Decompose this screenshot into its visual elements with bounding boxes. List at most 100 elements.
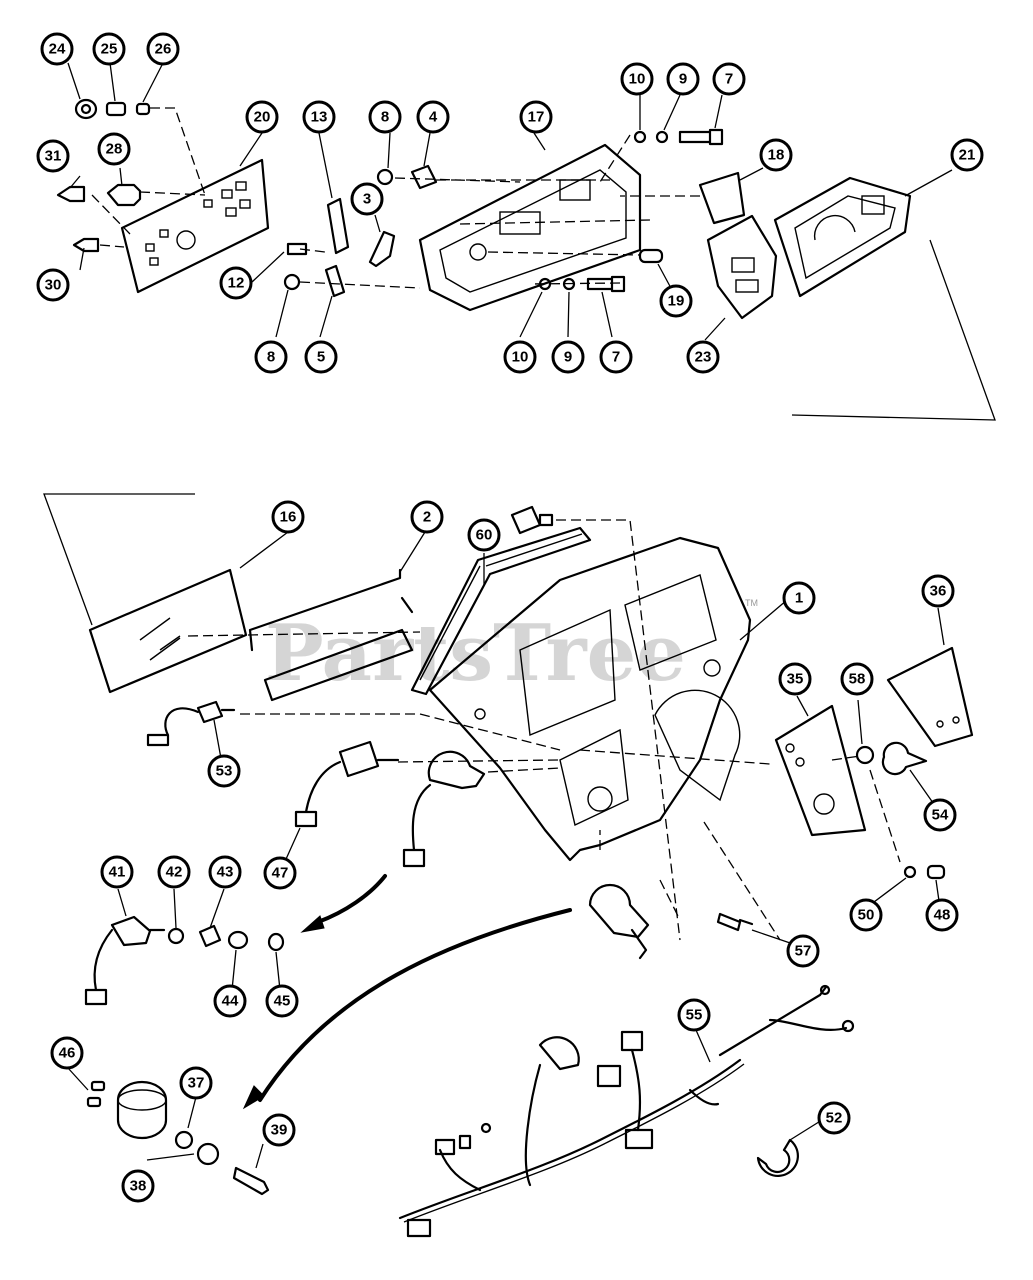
part-10-washer — [633, 130, 647, 144]
svg-text:50: 50 — [858, 907, 875, 924]
part-60-seal-strip — [410, 526, 592, 696]
callout-21: 21 — [950, 138, 984, 172]
svg-text:26: 26 — [155, 41, 172, 58]
callout-41: 41 — [100, 855, 134, 889]
part-52-clamp — [756, 1138, 799, 1178]
upper-assembly — [56, 62, 996, 421]
svg-text:42: 42 — [166, 864, 183, 881]
svg-text:30: 30 — [45, 277, 62, 294]
callout-9: 9 — [666, 62, 700, 96]
part-48-lamp — [926, 864, 946, 880]
svg-text:43: 43 — [217, 864, 234, 881]
svg-text:20: 20 — [254, 109, 271, 126]
part-2-gasket — [248, 568, 414, 702]
part-54-knob — [881, 741, 928, 776]
svg-text:23: 23 — [695, 349, 712, 366]
svg-text:1: 1 — [795, 590, 803, 607]
callout-39: 39 — [262, 1113, 296, 1147]
callout-37: 37 — [179, 1066, 213, 1100]
part-58-washer — [855, 745, 875, 765]
part-47-switch — [338, 740, 400, 778]
switch-top — [510, 505, 554, 535]
svg-text:48: 48 — [934, 907, 951, 924]
part-30-lamp — [72, 237, 100, 253]
svg-text:47: 47 — [272, 865, 289, 882]
callout-18: 18 — [759, 138, 793, 172]
callout-48: 48 — [925, 898, 959, 932]
part-37-nut — [174, 1130, 194, 1150]
callout-1: 1 — [782, 581, 816, 615]
part-57-screw — [716, 912, 754, 932]
part-16-lens — [88, 568, 248, 694]
callout-47: 47 — [263, 856, 297, 890]
part-46-clip — [90, 1080, 106, 1092]
svg-text:41: 41 — [109, 864, 126, 881]
callout-26: 26 — [146, 32, 180, 66]
callout-31: 31 — [36, 139, 70, 173]
callout-57: 57 — [786, 934, 820, 968]
svg-text:21: 21 — [959, 147, 976, 164]
part-5-clip — [324, 264, 346, 298]
svg-text:45: 45 — [274, 993, 291, 1010]
watermark-tm: TM — [745, 598, 758, 608]
svg-text:46: 46 — [59, 1045, 76, 1062]
svg-text:9: 9 — [679, 71, 687, 88]
svg-text:52: 52 — [826, 1110, 843, 1127]
callout-45: 45 — [265, 984, 299, 1018]
callout-4: 4 — [416, 100, 450, 134]
callout-17: 17 — [519, 100, 553, 134]
callout-2: 2 — [410, 500, 444, 534]
part-13-bracket — [326, 197, 350, 255]
part-31-socket — [56, 185, 86, 203]
part-3-bracket — [368, 230, 396, 268]
harness-connector-round — [538, 1036, 580, 1071]
svg-text:19: 19 — [668, 293, 685, 310]
part-9-washer — [655, 130, 669, 144]
part-25-lamp — [105, 101, 127, 117]
part-36-cover-plate — [886, 646, 974, 748]
part-21-gauge-bezel — [773, 176, 912, 298]
svg-text:24: 24 — [49, 41, 66, 58]
part-17-instrument-housing — [418, 143, 642, 312]
svg-text:18: 18 — [768, 147, 785, 164]
part-50-washer — [903, 865, 917, 879]
part-44-knob — [227, 930, 249, 950]
callout-42: 42 — [157, 855, 191, 889]
svg-text:31: 31 — [45, 148, 62, 165]
part-8-nut — [376, 168, 394, 186]
callout-38: 38 — [121, 1169, 155, 1203]
svg-text:7: 7 — [612, 349, 620, 366]
part-ignition-connector — [427, 750, 486, 790]
watermark: PartsTree — [265, 608, 686, 699]
callout-24: 24 — [40, 32, 74, 66]
part-24-bushing — [74, 98, 98, 120]
part-53-switch — [196, 700, 236, 724]
callout-46: 46 — [50, 1036, 84, 1070]
part-8-nut-lower — [283, 273, 301, 291]
svg-text:8: 8 — [381, 109, 389, 126]
svg-text:54: 54 — [932, 807, 949, 824]
ignition-switch — [588, 883, 650, 939]
callout-7-lower: 7 — [599, 340, 633, 374]
svg-text:57: 57 — [795, 943, 812, 960]
part-39-key — [232, 1166, 270, 1196]
svg-text:12: 12 — [228, 275, 245, 292]
callout-8-lower: 8 — [254, 340, 288, 374]
callout-23: 23 — [686, 340, 720, 374]
callout-9-lower: 9 — [551, 340, 585, 374]
svg-text:44: 44 — [222, 993, 239, 1010]
part-45-cap — [267, 932, 285, 952]
svg-text:53: 53 — [216, 763, 233, 780]
svg-text:60: 60 — [476, 527, 493, 544]
svg-text:4: 4 — [429, 109, 438, 126]
callout-43: 43 — [208, 855, 242, 889]
callout-10: 10 — [620, 62, 654, 96]
callout-54: 54 — [923, 798, 957, 832]
lower-assembly — [43, 493, 974, 1238]
svg-text:28: 28 — [106, 141, 123, 158]
svg-text:10: 10 — [629, 71, 646, 88]
callout-50: 50 — [849, 898, 883, 932]
callout-12: 12 — [219, 266, 253, 300]
part-42-nut — [167, 927, 185, 945]
